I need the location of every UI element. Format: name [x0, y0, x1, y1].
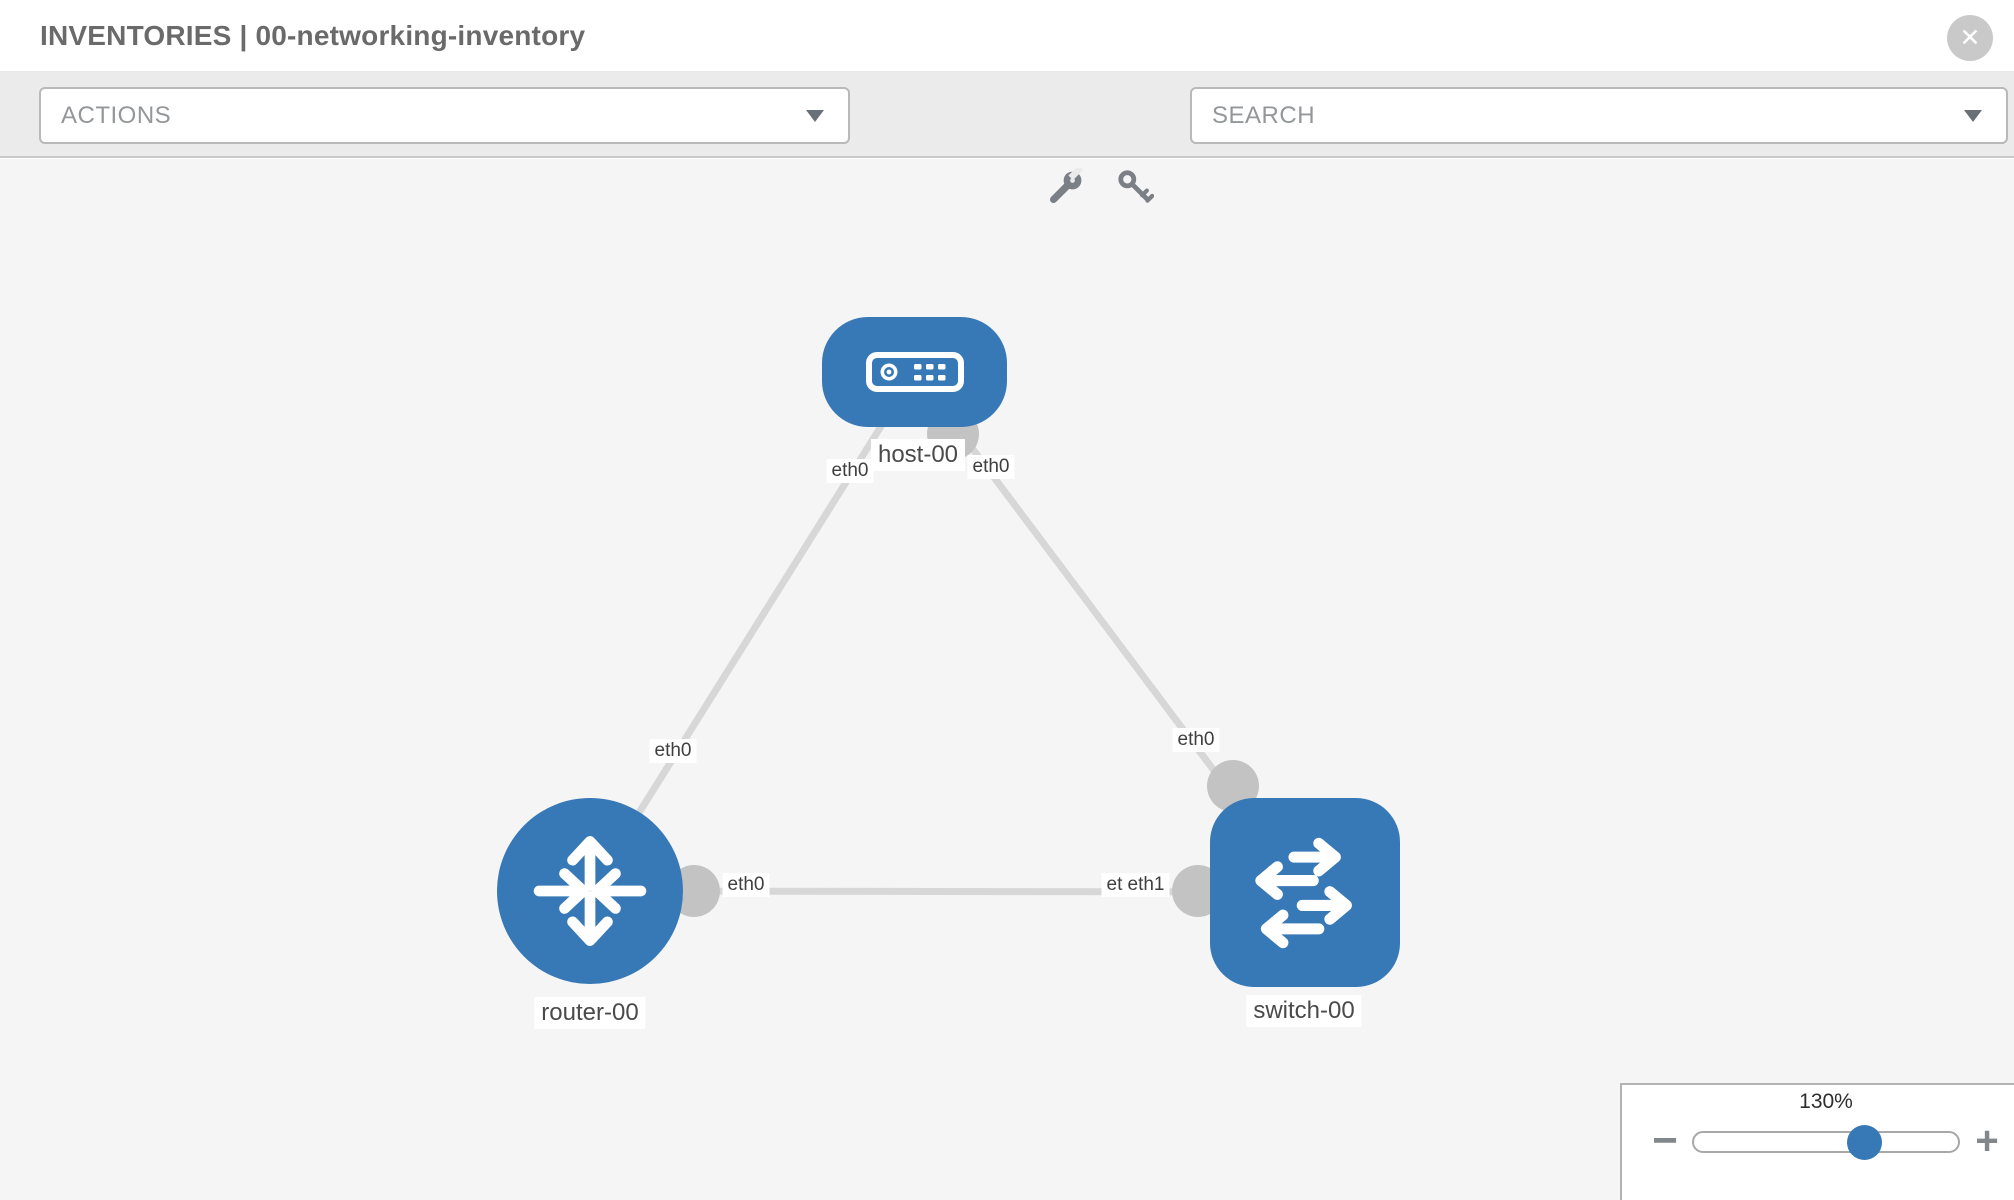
interface-label: eth1	[1122, 873, 1170, 897]
zoom-control-panel: 130% − +	[1620, 1083, 2014, 1200]
close-icon: ✕	[1959, 23, 1981, 52]
credentials-button[interactable]	[1113, 165, 1157, 209]
node-router-00[interactable]	[497, 798, 683, 984]
chevron-down-icon	[1964, 109, 1982, 122]
interface-label: eth0	[649, 739, 697, 763]
key-icon	[1118, 170, 1154, 203]
zoom-out-button[interactable]: −	[1652, 1116, 1678, 1165]
zoom-level-value: 130%	[1799, 1090, 1853, 1113]
link-host-router[interactable]	[587, 370, 918, 893]
close-button[interactable]: ✕	[1947, 15, 1993, 61]
node-label-host: host-00	[870, 439, 966, 471]
chevron-down-icon	[806, 109, 824, 122]
search-dropdown[interactable]: SEARCH	[1190, 87, 2008, 144]
interface-label: eth0	[722, 873, 770, 897]
switch-icon	[1255, 837, 1352, 948]
interface-label: eth0	[826, 459, 874, 483]
search-dropdown-label: SEARCH	[1212, 101, 1316, 129]
actions-dropdown[interactable]: ACTIONS	[39, 87, 850, 144]
router-icon	[533, 836, 647, 946]
zoom-slider-thumb[interactable]	[1847, 1125, 1882, 1160]
zoom-in-button[interactable]: +	[1975, 1119, 1999, 1163]
node-label-router: router-00	[534, 997, 646, 1029]
wrench-icon	[1049, 168, 1084, 204]
node-switch-00[interactable]	[1210, 798, 1400, 987]
toolbar: ACTIONS SEARCH	[0, 72, 2014, 204]
page-title: INVENTORIES | 00-networking-inventory	[40, 19, 586, 51]
actions-dropdown-label: ACTIONS	[61, 101, 172, 129]
zoom-slider[interactable]	[1692, 1131, 1960, 1153]
node-host-00[interactable]	[822, 317, 1007, 427]
interface-label: eth0	[1172, 728, 1220, 752]
configure-button[interactable]	[1044, 165, 1088, 209]
titlebar: INVENTORIES | 00-networking-inventory ✕	[0, 0, 2014, 72]
topology-canvas[interactable]	[0, 159, 2014, 1200]
interface-label: eth0	[967, 455, 1015, 479]
host-icon	[865, 352, 964, 392]
node-label-switch: switch-00	[1246, 995, 1362, 1027]
